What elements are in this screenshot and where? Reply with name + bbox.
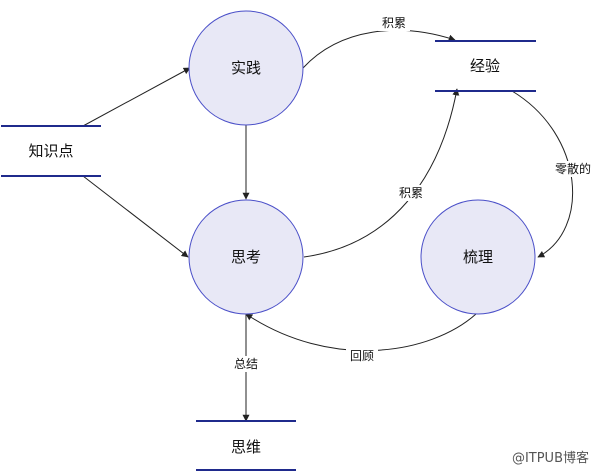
svg-text:思维: 思维: [231, 438, 261, 456]
store-experience: 经验: [435, 40, 536, 92]
svg-text:总结: 总结: [234, 357, 258, 371]
svg-text:积累: 积累: [382, 16, 406, 30]
node-thinking: 思考: [188, 199, 304, 315]
store-mindset: 思维: [196, 420, 296, 471]
svg-text:回顾: 回顾: [350, 349, 374, 363]
edge-practice-to-experience: [302, 29, 456, 69]
edge-label-accumulate-top: 积累: [378, 15, 410, 31]
edge-knowledge-to-practice: [82, 67, 191, 127]
svg-text:零散的: 零散的: [555, 161, 591, 176]
edge-label-scattered: 零散的: [551, 161, 595, 177]
node-practice: 实践: [188, 10, 304, 126]
svg-text:梳理: 梳理: [463, 248, 493, 266]
svg-text:思考: 思考: [231, 248, 261, 266]
watermark-text: @ITPUB博客: [512, 450, 589, 466]
svg-text:经验: 经验: [470, 57, 500, 75]
edge-thinking-to-experience: [303, 88, 460, 258]
edge-label-summary: 总结: [229, 356, 263, 372]
edge-label-review: 回顾: [346, 348, 378, 364]
svg-text:实践: 实践: [231, 59, 261, 77]
edge-knowledge-to-thinking: [82, 175, 189, 258]
edge-label-accumulate-mid: 积累: [396, 185, 426, 201]
edge-experience-to-sorting: [511, 90, 574, 258]
svg-text:积累: 积累: [399, 186, 423, 200]
node-sorting: 梳理: [420, 199, 536, 315]
edge-sorting-to-thinking: [245, 313, 477, 352]
store-knowledge: 知识点: [1, 125, 101, 177]
svg-text:知识点: 知识点: [28, 142, 73, 160]
